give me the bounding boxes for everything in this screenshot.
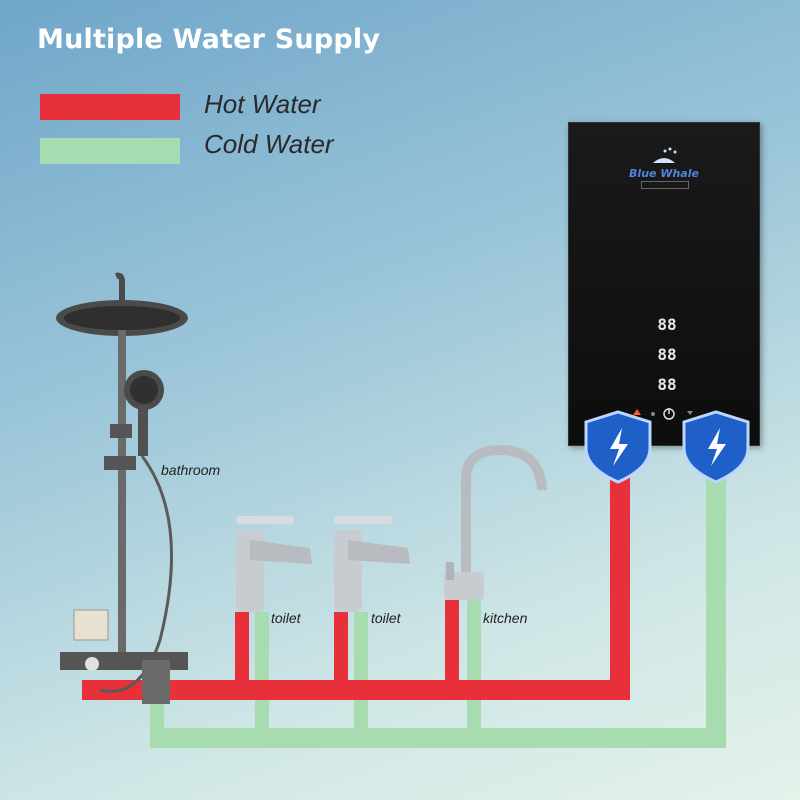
basin-faucet-icon-2 xyxy=(334,516,410,612)
fixture-label-toilet-2: toilet xyxy=(371,610,401,626)
cold-main-pipe xyxy=(150,728,726,748)
basin-faucet-icon-1 xyxy=(236,516,312,612)
legend-cold-swatch xyxy=(40,138,180,164)
hot-branch-kitchen xyxy=(445,600,459,690)
kitchen-faucet-icon xyxy=(444,444,547,600)
whale-logo-icon xyxy=(653,147,677,163)
legend-hot-swatch xyxy=(40,94,180,120)
fixture-label-toilet-1: toilet xyxy=(271,610,301,626)
cold-branch-bathroom xyxy=(150,700,164,748)
lightning-shield-icon xyxy=(682,410,750,484)
brand-tagline-box xyxy=(641,181,689,189)
hot-branch-toilet-2 xyxy=(334,612,348,690)
brand-name: Blue Whale xyxy=(629,167,699,180)
legend-cold-label: Cold Water xyxy=(204,129,334,159)
heater-control-icons xyxy=(633,408,693,420)
legend-hot-label: Hot Water xyxy=(204,89,321,119)
hot-main-pipe xyxy=(82,680,630,700)
hot-riser-pipe xyxy=(610,465,630,700)
lightning-shield-icon xyxy=(584,410,652,484)
display-readout-2: 88 xyxy=(657,345,677,364)
display-readout-1: 88 xyxy=(657,315,677,334)
cold-branch-kitchen xyxy=(467,600,481,748)
hot-branch-toilet-1 xyxy=(235,612,249,690)
fixture-label-bathroom: bathroom xyxy=(161,462,221,478)
page-title: Multiple Water Supply xyxy=(37,24,381,55)
display-readout-3: 88 xyxy=(657,375,677,394)
cold-riser-pipe xyxy=(706,465,726,748)
water-heater: Blue Whale 88 88 88 xyxy=(568,122,760,446)
fixture-label-kitchen: kitchen xyxy=(483,610,528,626)
